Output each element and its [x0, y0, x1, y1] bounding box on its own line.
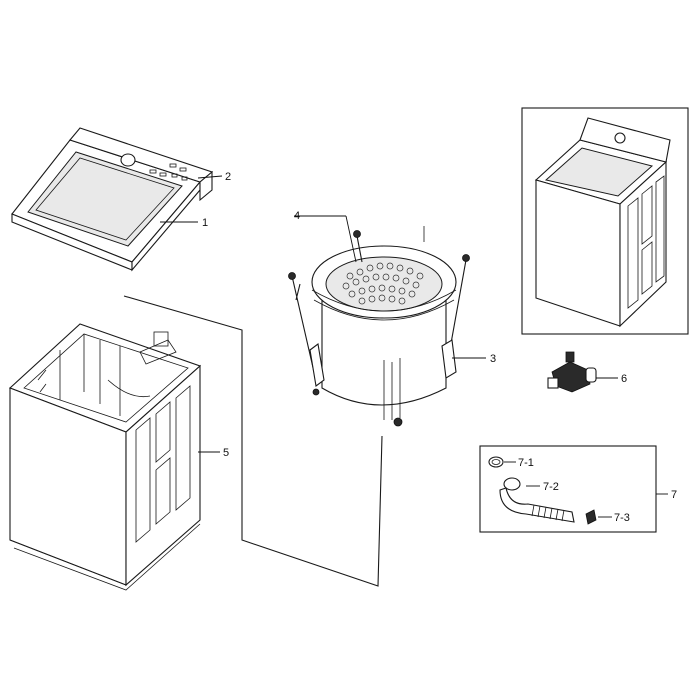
top-lid-assembly — [11, 127, 214, 272]
callout-5: 5 — [223, 447, 229, 459]
alignment-line — [123, 295, 383, 587]
callout-7-2: 7-2 — [543, 481, 559, 493]
cabinet — [8, 323, 202, 591]
assembled-washer — [534, 117, 671, 328]
callout-7: 7 — [671, 489, 677, 501]
drain-hose-kit — [488, 456, 597, 525]
drain-hose-kit-box — [479, 445, 657, 533]
water-valve — [547, 351, 597, 393]
basket-pattern — [342, 262, 424, 305]
callout-7-1: 7-1 — [518, 457, 534, 469]
assembled-washer-inset — [521, 107, 689, 335]
control-buttons — [149, 163, 188, 181]
tub-assembly — [288, 226, 470, 427]
callout-6: 6 — [621, 373, 627, 385]
callout-4: 4 — [294, 210, 300, 222]
callout-3: 3 — [490, 353, 496, 365]
callout-7-3: 7-3 — [614, 512, 630, 524]
callout-1: 1 — [202, 217, 208, 229]
callout-2: 2 — [225, 171, 231, 183]
